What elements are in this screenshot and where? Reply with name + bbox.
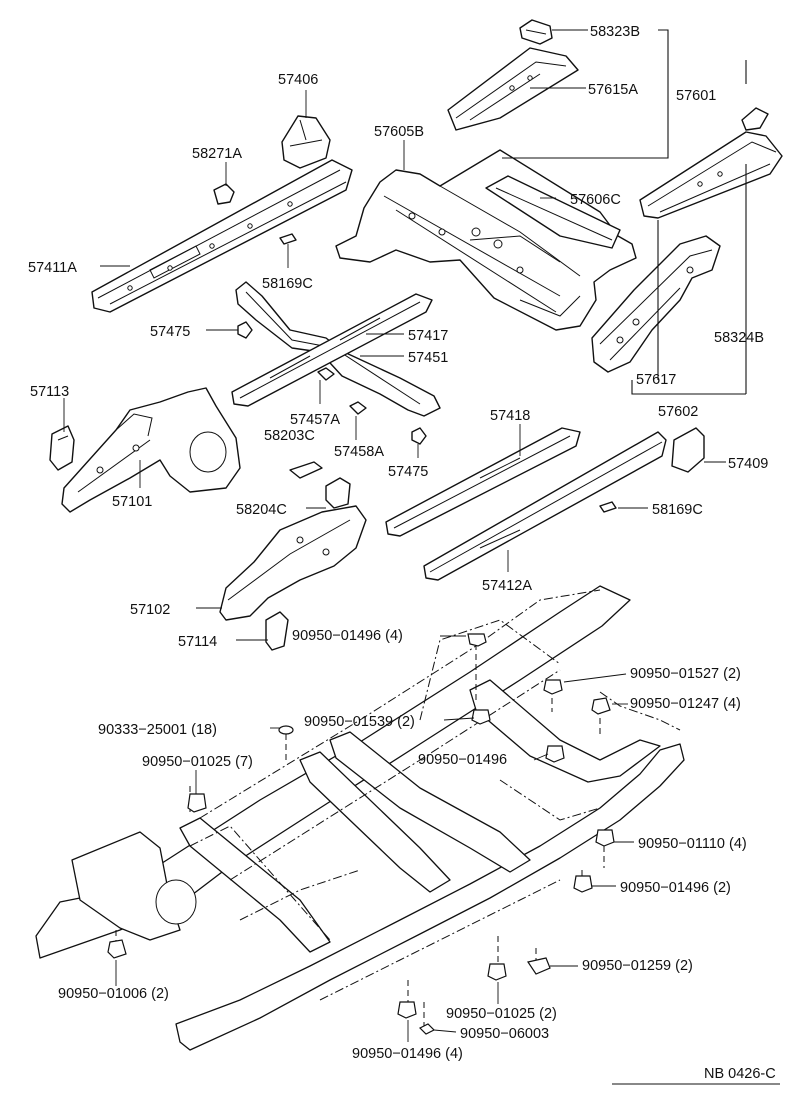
label-57418: 57418 bbox=[490, 408, 530, 424]
part-57475-spacer-a bbox=[237, 321, 253, 339]
label-57457A: 57457A bbox=[290, 412, 340, 428]
label-57602: 57602 bbox=[658, 404, 698, 420]
label-57113: 57113 bbox=[30, 384, 69, 400]
label-90950-01247: 90950−01247 (4) bbox=[630, 696, 741, 712]
part-58169C-pad-top bbox=[279, 233, 297, 245]
label-90950-01025-2: 90950−01025 (2) bbox=[446, 1006, 557, 1022]
part-57412A-rocker bbox=[423, 431, 667, 581]
part-57617-side-member bbox=[591, 235, 721, 373]
label-57605B: 57605B bbox=[374, 124, 424, 140]
part-57406-bracket bbox=[281, 115, 331, 169]
label-57101: 57101 bbox=[112, 494, 152, 510]
label-57417: 57417 bbox=[408, 328, 448, 344]
label-57411A: 57411A bbox=[28, 260, 77, 276]
part-57409-bracket bbox=[671, 427, 705, 473]
part-58204C-bracket bbox=[325, 477, 351, 509]
part-57475-spacer-b bbox=[411, 427, 427, 445]
label-90950-06003: 90950−06003 bbox=[460, 1026, 549, 1042]
fastener-labels: 90950−01496 (4) 90950−01527 (2) 90950−01… bbox=[58, 628, 776, 1082]
part-57458A-pad bbox=[349, 401, 367, 415]
label-90950-01527: 90950−01527 (2) bbox=[630, 666, 741, 682]
label-90950-01496-b: 90950−01496 bbox=[418, 752, 507, 768]
label-58324B: 58324B bbox=[714, 330, 764, 346]
drawing-code: NB 0426-C bbox=[704, 1066, 776, 1082]
label-90950-01259: 90950−01259 (2) bbox=[582, 958, 693, 974]
part-57605B-floor-pan bbox=[335, 149, 637, 331]
part-57101-front-side-member bbox=[61, 387, 241, 513]
label-57475-a: 57475 bbox=[150, 324, 190, 340]
label-58169C-bottom: 58169C bbox=[652, 502, 703, 518]
label-57406: 57406 bbox=[278, 72, 318, 88]
part-58169C-pad-bottom bbox=[599, 501, 617, 513]
label-90950-01006: 90950−01006 (2) bbox=[58, 986, 169, 1002]
part-58323B-bracket bbox=[519, 19, 553, 45]
label-58203C: 58203C bbox=[264, 428, 315, 444]
label-57451: 57451 bbox=[408, 350, 448, 366]
fasteners bbox=[107, 633, 615, 1035]
label-90950-01539: 90950−01539 (2) bbox=[304, 714, 415, 730]
label-57475-b: 57475 bbox=[388, 464, 428, 480]
label-90950-01025-7: 90950−01025 (7) bbox=[142, 754, 253, 770]
label-57617: 57617 bbox=[636, 372, 676, 388]
label-57615A: 57615A bbox=[588, 82, 638, 98]
label-57606C: 57606C bbox=[570, 192, 621, 208]
part-57418-rocker bbox=[385, 427, 581, 537]
part-57114-bracket bbox=[265, 611, 289, 651]
label-57458A: 57458A bbox=[334, 444, 384, 460]
label-57102: 57102 bbox=[130, 602, 170, 618]
part-57606C-floor-member bbox=[485, 175, 621, 249]
label-90950-01496-4c: 90950−01496 (4) bbox=[352, 1046, 463, 1062]
part-labels: 58323B 57615A 57601 57406 57605B 58271A … bbox=[28, 24, 768, 650]
chassis-frame bbox=[35, 585, 685, 1051]
label-58323B: 58323B bbox=[590, 24, 640, 40]
part-57601-rear-member bbox=[639, 107, 783, 219]
label-90950-01496-2: 90950−01496 (2) bbox=[620, 880, 731, 896]
label-57114: 57114 bbox=[178, 634, 217, 650]
label-57409: 57409 bbox=[728, 456, 768, 472]
label-58204C: 58204C bbox=[236, 502, 287, 518]
label-58169C-top: 58169C bbox=[262, 276, 313, 292]
part-57113-bracket bbox=[49, 425, 75, 471]
part-57615A-rail bbox=[447, 47, 579, 131]
label-58271A: 58271A bbox=[192, 146, 242, 162]
label-90950-01110: 90950−01110 (4) bbox=[638, 836, 747, 852]
label-57412A: 57412A bbox=[482, 578, 532, 594]
part-58203C-bracket bbox=[289, 461, 323, 479]
part-57102-front-member bbox=[219, 505, 367, 621]
label-90333-25001: 90333−25001 (18) bbox=[98, 722, 217, 738]
label-90950-01496-4a: 90950−01496 (4) bbox=[292, 628, 403, 644]
part-57457A-pad bbox=[317, 367, 335, 381]
leader-lines bbox=[63, 29, 780, 1085]
part-57411A-rail bbox=[91, 159, 353, 313]
label-57601: 57601 bbox=[676, 88, 716, 104]
part-57417-crossmember bbox=[231, 293, 433, 407]
part-58271A-plate bbox=[213, 183, 235, 205]
